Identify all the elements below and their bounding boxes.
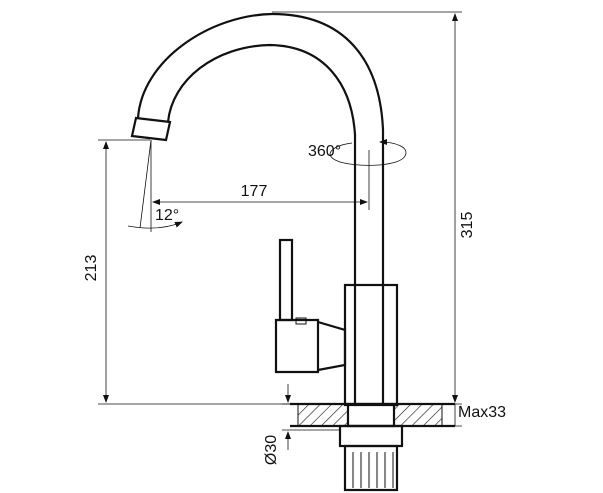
dimension-height-spout: [98, 139, 290, 405]
label-height-spout: 213: [83, 255, 100, 282]
label-reach: 177: [241, 183, 268, 200]
dimension-height-total: [272, 11, 462, 405]
label-aerator-angle: 12°: [155, 207, 179, 224]
label-swivel: 360°: [308, 143, 341, 160]
label-hole-diameter: Ø30: [263, 435, 280, 465]
spout: [130, 12, 385, 285]
lever-handle: [274, 238, 347, 374]
faucet-body: [343, 283, 399, 407]
countertop: [290, 402, 455, 428]
label-height-total: 315: [459, 212, 476, 239]
dimension-hole-diameter: [282, 384, 340, 450]
dimension-aerator-angle: [127, 139, 183, 229]
swivel-indicator: [329, 139, 407, 166]
label-max-counter: Max33: [458, 404, 506, 421]
aerator: [130, 116, 172, 142]
dimension-max-counter: [442, 404, 462, 427]
dimension-reach: [150, 140, 370, 232]
mounting-shank: [338, 402, 404, 492]
